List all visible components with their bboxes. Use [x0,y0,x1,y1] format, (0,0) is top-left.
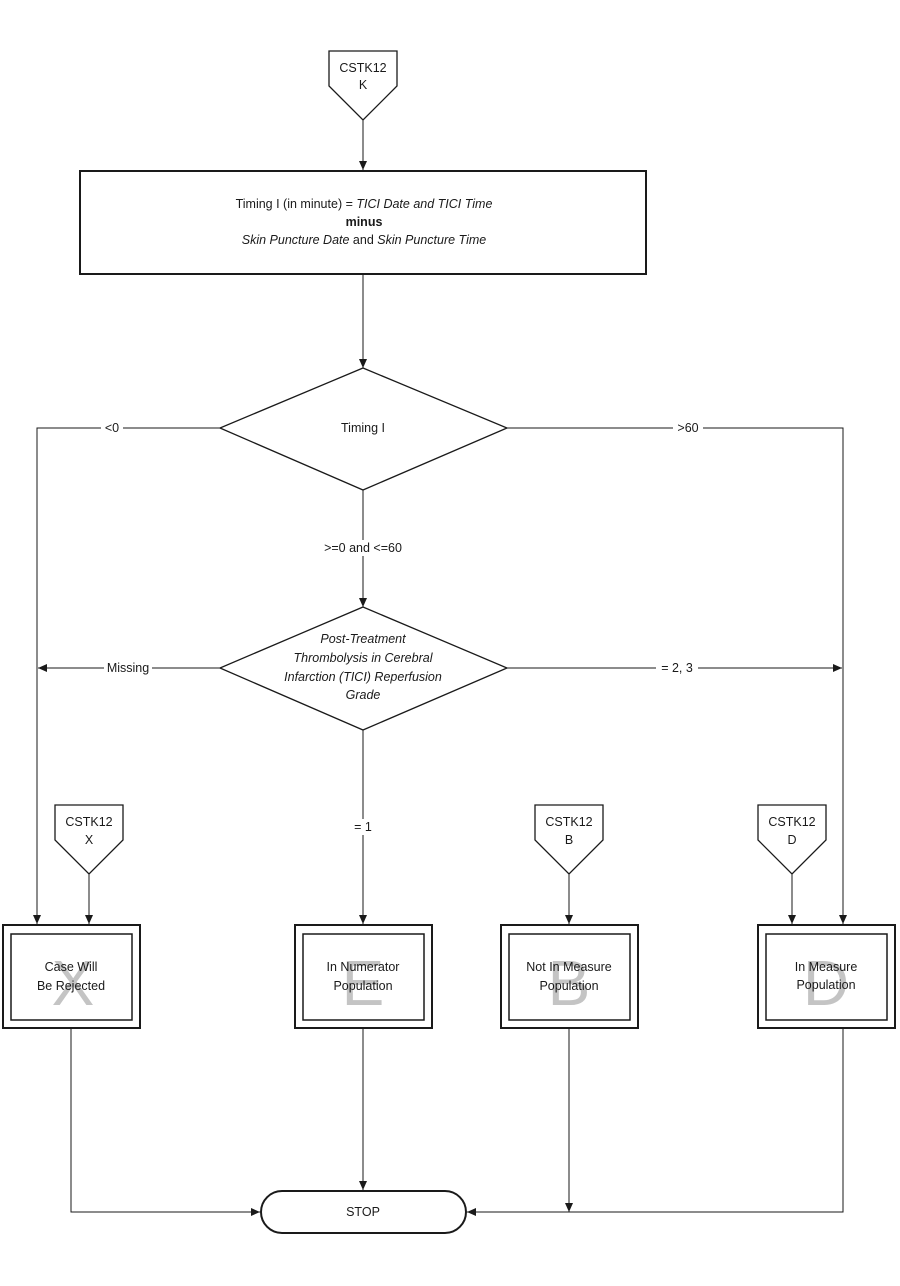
decision-tici-line2: Thrombolysis in Cerebral [294,651,434,665]
edge-label-eq1: = 1 [354,820,372,834]
edge-label-gt60: >60 [677,421,698,435]
connector-d-code: D [787,833,796,847]
outcome-b: B Not In Measure Population [500,924,639,1029]
edge-x-to-stop [70,1028,260,1216]
decision-tici: Post-Treatment Thrombolysis in Cerebral … [218,606,509,731]
decision-tici-line3: Infarction (TICI) Reperfusion [284,670,442,684]
edge-timing-lt0 [33,427,220,924]
outcome-x-line1: Case Will [45,960,98,974]
connector-x-code: X [85,833,94,847]
decision-timing: Timing I [218,367,509,491]
outcome-d-letter: D [803,947,849,1019]
outcome-b-letter: B [548,947,591,1019]
outcome-b-line1: Not In Measure [526,960,612,974]
edge-d-to-stop [467,1028,844,1216]
process-line1: Timing I (in minute) = TICI Date and TIC… [236,197,493,211]
connector-x: CSTK12 X [54,804,124,875]
edge-label-lt0: <0 [105,421,119,435]
edge-labels: <0 >60 >=0 and <=60 Missing = 2, 3 = 1 [101,420,703,835]
outcome-b-line2: Population [539,979,598,993]
connector-x-label: CSTK12 [65,815,112,829]
outcome-x-letter: X [52,947,95,1019]
edge-label-eq23: = 2, 3 [661,661,693,675]
decision-timing-label: Timing I [341,421,385,435]
outcome-x: X Case Will Be Rejected [2,924,141,1029]
connector-k-code: K [359,78,368,92]
connector-b: CSTK12 B [534,804,604,875]
outcome-d-line2: Population [796,978,855,992]
connector-k: CSTK12 K [328,50,398,121]
edge-label-range: >=0 and <=60 [324,541,402,555]
terminal-stop: STOP [260,1190,467,1234]
outcome-e: E In Numerator Population [294,924,433,1029]
outcome-e-line1: In Numerator [327,960,400,974]
outcome-x-line2: Be Rejected [37,979,105,993]
process-line3: Skin Puncture Date and Skin Puncture Tim… [242,233,487,247]
edge-timing-gt60 [507,427,847,924]
connector-d: CSTK12 D [757,804,827,875]
connector-d-label: CSTK12 [768,815,815,829]
outcome-e-line2: Population [333,979,392,993]
process-line2: minus [346,215,383,229]
process-box: Timing I (in minute) = TICI Date and TIC… [79,170,647,275]
connector-k-label: CSTK12 [339,61,386,75]
outcome-d: D In Measure Population [757,924,896,1029]
decision-tici-line1: Post-Treatment [320,632,406,646]
decision-tici-line4: Grade [346,688,381,702]
outcome-e-letter: E [342,947,385,1019]
connector-b-code: B [565,833,573,847]
terminal-stop-label: STOP [346,1205,380,1219]
outcome-d-line1: In Measure [795,960,858,974]
edge-label-missing: Missing [107,661,149,675]
connector-b-label: CSTK12 [545,815,592,829]
